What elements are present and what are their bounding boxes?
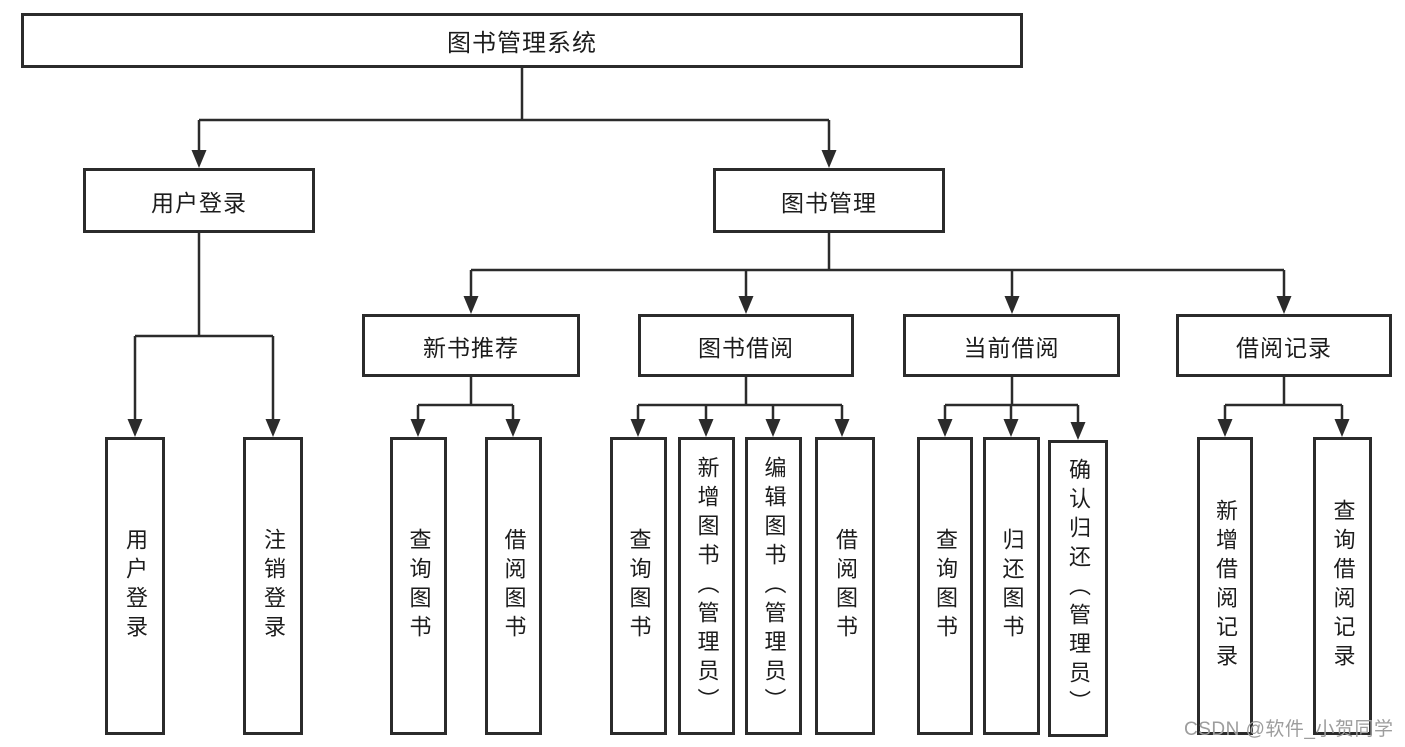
node-leaf-user-login: 用户登录 xyxy=(105,437,165,735)
arrow-icon xyxy=(1004,296,1020,314)
arrow-icon xyxy=(630,419,646,437)
node-leaf-cb-confirm-return: 确认归还（管理员） xyxy=(1048,440,1108,737)
node-leaf-br-add-record: 新增借阅记录 xyxy=(1197,437,1253,735)
node-leaf-bb-edit-book-label: 编辑图书（管理员） xyxy=(761,455,787,717)
node-book-management: 图书管理 xyxy=(713,168,945,233)
csdn-watermark: CSDN @软件_小贺同学 xyxy=(1184,719,1394,740)
node-book-management-label: 图书管理 xyxy=(781,189,877,216)
arrow-icon xyxy=(191,150,207,168)
arrow-icon xyxy=(937,419,953,437)
node-book-borrow: 图书借阅 xyxy=(638,314,854,377)
node-root-label: 图书管理系统 xyxy=(447,30,597,57)
node-leaf-nb-query-book: 查询图书 xyxy=(390,437,447,735)
node-leaf-br-add-record-label: 新增借阅记录 xyxy=(1213,499,1238,673)
node-user-login: 用户登录 xyxy=(83,168,315,233)
arrow-icon xyxy=(698,419,714,437)
arrow-icon xyxy=(1070,422,1086,440)
node-leaf-bb-query-book: 查询图书 xyxy=(610,437,667,735)
arrow-icon xyxy=(463,296,479,314)
arrow-icon xyxy=(1276,296,1292,314)
node-borrow-record-label: 借阅记录 xyxy=(1236,334,1332,361)
arrow-icon xyxy=(410,419,426,437)
arrow-icon xyxy=(1217,419,1233,437)
node-leaf-nb-query-book-label: 查询图书 xyxy=(406,528,432,644)
node-leaf-bb-borrow-book: 借阅图书 xyxy=(815,437,875,735)
node-current-borrow: 当前借阅 xyxy=(903,314,1120,377)
node-leaf-cb-return-book-label: 归还图书 xyxy=(999,528,1025,644)
node-leaf-nb-borrow-book: 借阅图书 xyxy=(485,437,542,735)
arrow-icon xyxy=(1003,419,1019,437)
node-leaf-cb-confirm-return-label: 确认归还（管理员） xyxy=(1066,458,1091,719)
node-leaf-nb-borrow-book-label: 借阅图书 xyxy=(501,528,527,644)
arrow-icon xyxy=(127,419,143,437)
node-leaf-user-login-label: 用户登录 xyxy=(123,528,148,644)
node-leaf-logout: 注销登录 xyxy=(243,437,303,735)
node-book-borrow-label: 图书借阅 xyxy=(698,334,794,361)
node-leaf-br-query-record: 查询借阅记录 xyxy=(1313,437,1372,735)
arrow-icon xyxy=(265,419,281,437)
node-new-book-recommend: 新书推荐 xyxy=(362,314,580,377)
node-leaf-bb-add-book: 新增图书（管理员） xyxy=(678,437,735,735)
node-leaf-br-query-record-label: 查询借阅记录 xyxy=(1330,499,1356,673)
node-current-borrow-label: 当前借阅 xyxy=(963,334,1060,361)
node-root: 图书管理系统 xyxy=(21,13,1023,68)
node-leaf-bb-query-book-label: 查询图书 xyxy=(626,528,652,644)
node-user-login-label: 用户登录 xyxy=(151,189,247,216)
arrow-icon xyxy=(834,419,850,437)
arrow-icon xyxy=(1334,419,1350,437)
node-leaf-logout-label: 注销登录 xyxy=(261,528,286,644)
node-leaf-cb-return-book: 归还图书 xyxy=(983,437,1040,735)
arrowheads xyxy=(127,150,1350,440)
arrow-icon xyxy=(505,419,521,437)
node-new-book-recommend-label: 新书推荐 xyxy=(423,334,519,361)
arrow-icon xyxy=(821,150,837,168)
node-leaf-bb-add-book-label: 新增图书（管理员） xyxy=(694,455,720,717)
tree-edges xyxy=(133,68,1344,424)
arrow-icon xyxy=(738,296,754,314)
arrow-icon xyxy=(765,419,781,437)
node-leaf-bb-edit-book: 编辑图书（管理员） xyxy=(745,437,802,735)
node-leaf-bb-borrow-book-label: 借阅图书 xyxy=(833,528,858,644)
node-borrow-record: 借阅记录 xyxy=(1176,314,1392,377)
node-leaf-cb-query-book: 查询图书 xyxy=(917,437,973,735)
node-leaf-cb-query-book-label: 查询图书 xyxy=(933,528,958,644)
